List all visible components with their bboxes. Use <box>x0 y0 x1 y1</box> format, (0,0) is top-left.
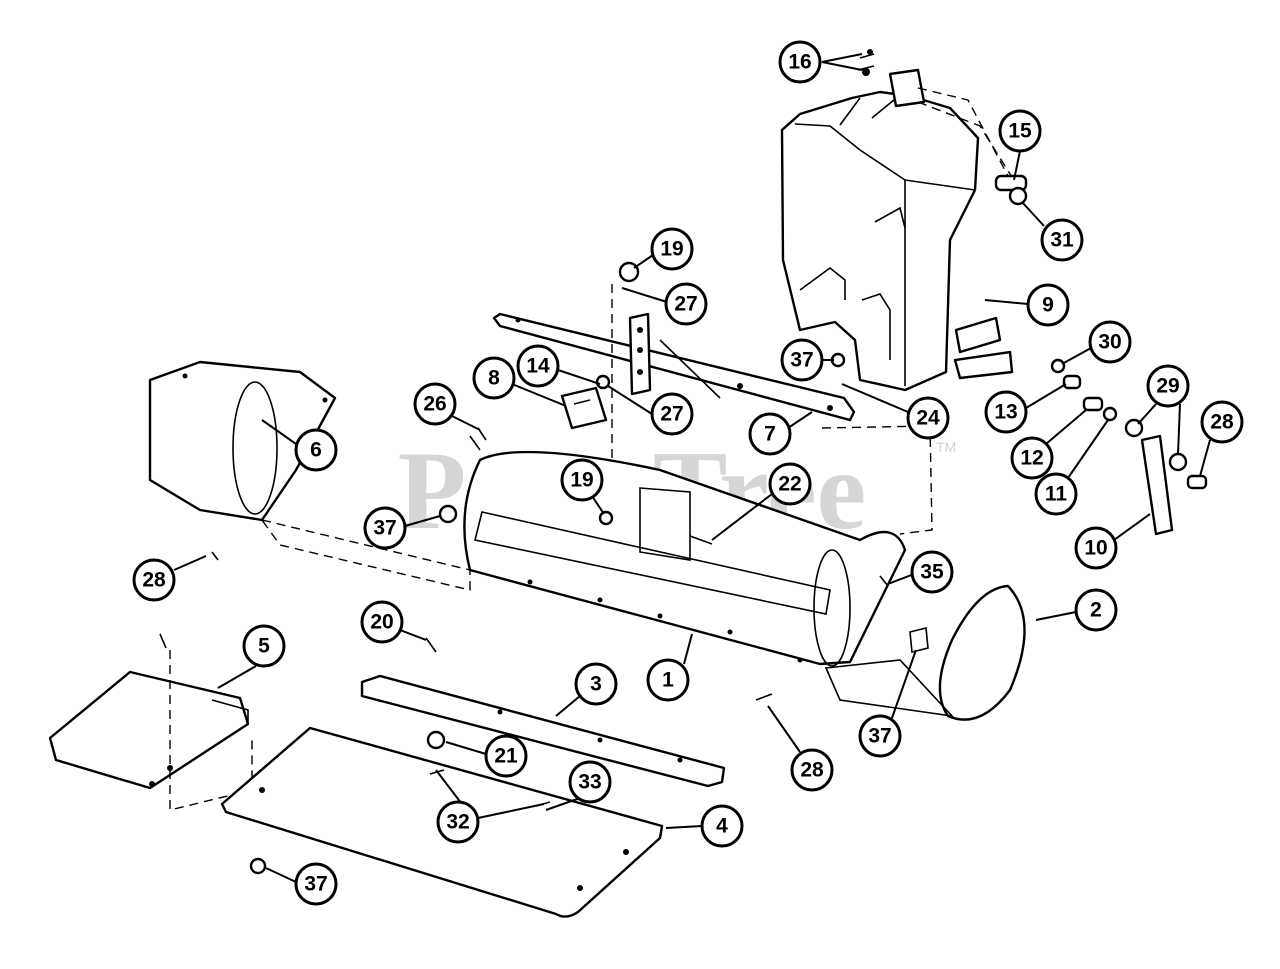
part-hardware <box>159 352 1208 875</box>
svg-text:7: 7 <box>764 423 776 446</box>
svg-text:26: 26 <box>423 393 446 416</box>
callout-37-left: 37 <box>363 506 441 550</box>
callout-16: 16 <box>778 40 863 84</box>
callout-26: 26 <box>413 382 481 431</box>
callout-11: 11 <box>1034 419 1109 516</box>
svg-text:10: 10 <box>1084 537 1107 560</box>
callout-12: 12 <box>1010 409 1087 480</box>
callout-28-right: 28 <box>1199 400 1244 477</box>
svg-text:35: 35 <box>920 561 944 584</box>
svg-text:32: 32 <box>446 811 469 834</box>
callout-35: 35 <box>887 550 954 594</box>
svg-text:31: 31 <box>1050 229 1074 252</box>
callout-31: 31 <box>1021 201 1084 262</box>
svg-text:2: 2 <box>1090 599 1102 622</box>
svg-text:29: 29 <box>1156 375 1179 398</box>
callout-28-bottom: 28 <box>767 705 834 792</box>
callout-19-middle: 19 <box>560 458 605 515</box>
svg-text:19: 19 <box>570 469 593 492</box>
callout-6: 6 <box>261 419 338 472</box>
svg-text:37: 37 <box>868 725 891 748</box>
svg-text:21: 21 <box>494 745 518 768</box>
svg-text:28: 28 <box>142 569 166 592</box>
svg-text:37: 37 <box>790 349 813 372</box>
callout-15: 15 <box>998 109 1042 181</box>
part-small-bracket <box>560 374 611 430</box>
callout-4: 4 <box>665 804 744 848</box>
svg-text:14: 14 <box>526 355 550 378</box>
svg-text:16: 16 <box>788 51 811 74</box>
svg-text:3: 3 <box>590 673 602 696</box>
part-housing <box>780 68 1021 392</box>
callout-20: 20 <box>360 600 427 644</box>
callout-2: 2 <box>1035 588 1118 632</box>
callout-24: 24 <box>841 383 950 440</box>
svg-text:6: 6 <box>310 439 322 462</box>
callout-5: 5 <box>217 624 286 689</box>
callout-27-middle: 27 <box>607 385 694 436</box>
svg-text:24: 24 <box>916 407 940 430</box>
part-screws-16 <box>857 49 875 76</box>
callout-10: 10 <box>1074 513 1151 570</box>
svg-text:4: 4 <box>716 815 728 838</box>
svg-text:30: 30 <box>1098 331 1121 354</box>
callout-19-top: 19 <box>633 227 694 271</box>
callout-8: 8 <box>472 356 567 407</box>
callout-7: 7 <box>748 411 813 456</box>
svg-text:12: 12 <box>1020 447 1043 470</box>
svg-text:27: 27 <box>660 403 683 426</box>
callout-14: 14 <box>516 344 601 388</box>
svg-text:37: 37 <box>373 517 396 540</box>
part-rail-3 <box>360 674 726 788</box>
callout-1: 1 <box>646 633 693 702</box>
part-left-shroud <box>148 360 337 522</box>
svg-text:22: 22 <box>778 473 801 496</box>
svg-text:33: 33 <box>578 771 601 794</box>
callout-28-left: 28 <box>132 555 207 602</box>
svg-text:28: 28 <box>1210 411 1234 434</box>
callout-22: 22 <box>711 462 812 541</box>
svg-text:1: 1 <box>662 669 674 692</box>
part-upright-bracket <box>611 261 652 460</box>
svg-text:15: 15 <box>1008 120 1032 143</box>
svg-text:27: 27 <box>674 293 697 316</box>
callout-37-right: 37 <box>858 649 917 758</box>
callout-9: 9 <box>984 283 1070 327</box>
callout-13: 13 <box>984 383 1067 434</box>
part-pin <box>994 174 1028 206</box>
svg-text:37: 37 <box>304 873 327 896</box>
svg-text:9: 9 <box>1042 294 1054 317</box>
svg-text:5: 5 <box>258 635 270 658</box>
svg-text:13: 13 <box>994 401 1017 424</box>
svg-text:20: 20 <box>370 611 393 634</box>
callout-27-top: 27 <box>621 282 708 326</box>
svg-text:19: 19 <box>660 238 683 261</box>
watermark-trademark: TM <box>936 439 956 455</box>
svg-text:28: 28 <box>800 759 824 782</box>
svg-text:8: 8 <box>488 367 500 390</box>
part-bar <box>492 312 856 422</box>
callout-3: 3 <box>555 662 618 717</box>
callout-37-housing: 37 <box>780 338 834 382</box>
callout-30: 30 <box>1061 320 1132 365</box>
part-main-drum <box>260 425 933 667</box>
callout-32: 32 <box>435 769 545 844</box>
callout-29: 29 <box>1137 364 1190 455</box>
callout-21: 21 <box>445 734 528 778</box>
svg-text:11: 11 <box>1045 483 1068 506</box>
part-plate-5 <box>48 650 253 811</box>
part-end-cap <box>824 584 1026 721</box>
callout-37-bottom: 37 <box>265 862 338 906</box>
callout-33: 33 <box>545 760 612 811</box>
